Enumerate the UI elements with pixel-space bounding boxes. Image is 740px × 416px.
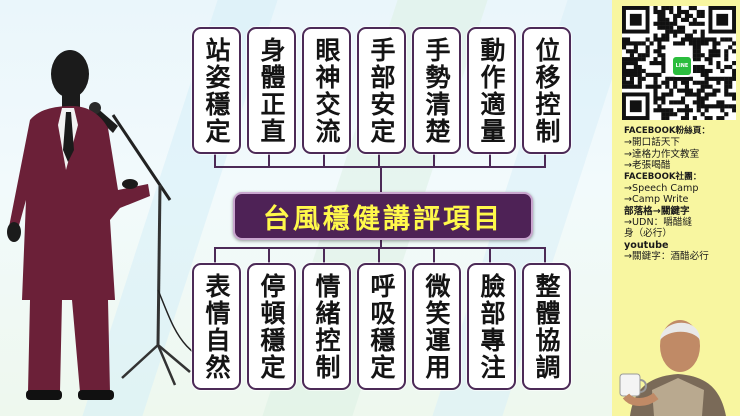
criterion-label: 手部安定 <box>367 36 396 145</box>
contact-info: FACEBOOK粉絲頁： →開口話天下 →達格力作文教室 →老張喝醋 FACEB… <box>624 126 738 262</box>
criterion-label: 微笑運用 <box>422 272 451 381</box>
criterion-label: 呼吸穩定 <box>367 272 396 381</box>
qr-code[interactable]: LINE <box>622 6 737 121</box>
author-photo <box>619 320 726 416</box>
main-panel: 站姿穩定 身體正直 眼神交流 手部安定 手勢清楚 動作適量 位移控制 台風穩健講… <box>0 0 612 416</box>
criterion-card: 呼吸穩定 <box>357 263 406 390</box>
sidebar: LINE FACEBOOK粉絲頁： →開口話天下 →達格力作文教室 →老張喝醋 … <box>612 0 740 416</box>
facebook-group-heading: FACEBOOK社團： <box>624 171 702 182</box>
criterion-card: 整體協調 <box>522 263 571 390</box>
speaker-silhouette <box>7 50 241 400</box>
criterion-card: 動作適量 <box>467 27 516 154</box>
facebook-page-item: →老張喝醋 <box>624 160 671 171</box>
facebook-group-item: →Speech Camp <box>624 182 699 194</box>
criterion-label: 整體協調 <box>532 272 561 381</box>
criterion-label: 動作適量 <box>477 36 506 145</box>
criterion-card: 情緒控制 <box>302 263 351 390</box>
criterion-label: 身體正直 <box>257 36 286 145</box>
criterion-label: 停頓穩定 <box>257 272 286 381</box>
criterion-card: 停頓穩定 <box>247 263 296 390</box>
connector-lines <box>214 152 546 263</box>
criterion-card: 微笑運用 <box>412 263 461 390</box>
criterion-label: 眼神交流 <box>312 36 341 145</box>
criterion-label: 臉部專注 <box>477 272 506 381</box>
criterion-card: 手部安定 <box>357 27 406 154</box>
facebook-page-item: →開口話天下 <box>624 137 681 148</box>
criterion-card: 站姿穩定 <box>192 27 241 154</box>
criterion-card: 表情自然 <box>192 263 241 390</box>
criterion-card: 位移控制 <box>522 27 571 154</box>
page-title: 台風穩健講評項目 <box>263 203 503 235</box>
criterion-label: 情緒控制 <box>312 272 341 381</box>
youtube-heading: youtube <box>624 239 669 251</box>
facebook-group-item: →Camp Write <box>624 194 689 205</box>
criterion-card: 手勢清楚 <box>412 27 461 154</box>
criterion-card: 眼神交流 <box>302 27 351 154</box>
blog-line: 身（必行） <box>624 228 672 239</box>
criterion-label: 手勢清楚 <box>422 36 451 145</box>
blog-line: →UDN：嚼醋縫 <box>624 216 692 228</box>
youtube-line: →關鍵字：酒醋必行 <box>624 250 709 262</box>
criterion-label: 表情自然 <box>202 272 231 381</box>
criterion-card: 臉部專注 <box>467 263 516 390</box>
criterion-card: 身體正直 <box>247 27 296 154</box>
title-banner: 台風穩健講評項目 <box>233 192 533 240</box>
blog-heading: 部落格→關鍵字 <box>624 205 690 217</box>
criterion-label: 站姿穩定 <box>202 36 231 145</box>
qr-code-icon <box>622 6 737 121</box>
facebook-page-item: →達格力作文教室 <box>624 148 700 160</box>
facebook-page-heading: FACEBOOK粉絲頁： <box>624 126 710 136</box>
criterion-label: 位移控制 <box>532 36 561 145</box>
line-app-icon: LINE <box>671 55 693 77</box>
